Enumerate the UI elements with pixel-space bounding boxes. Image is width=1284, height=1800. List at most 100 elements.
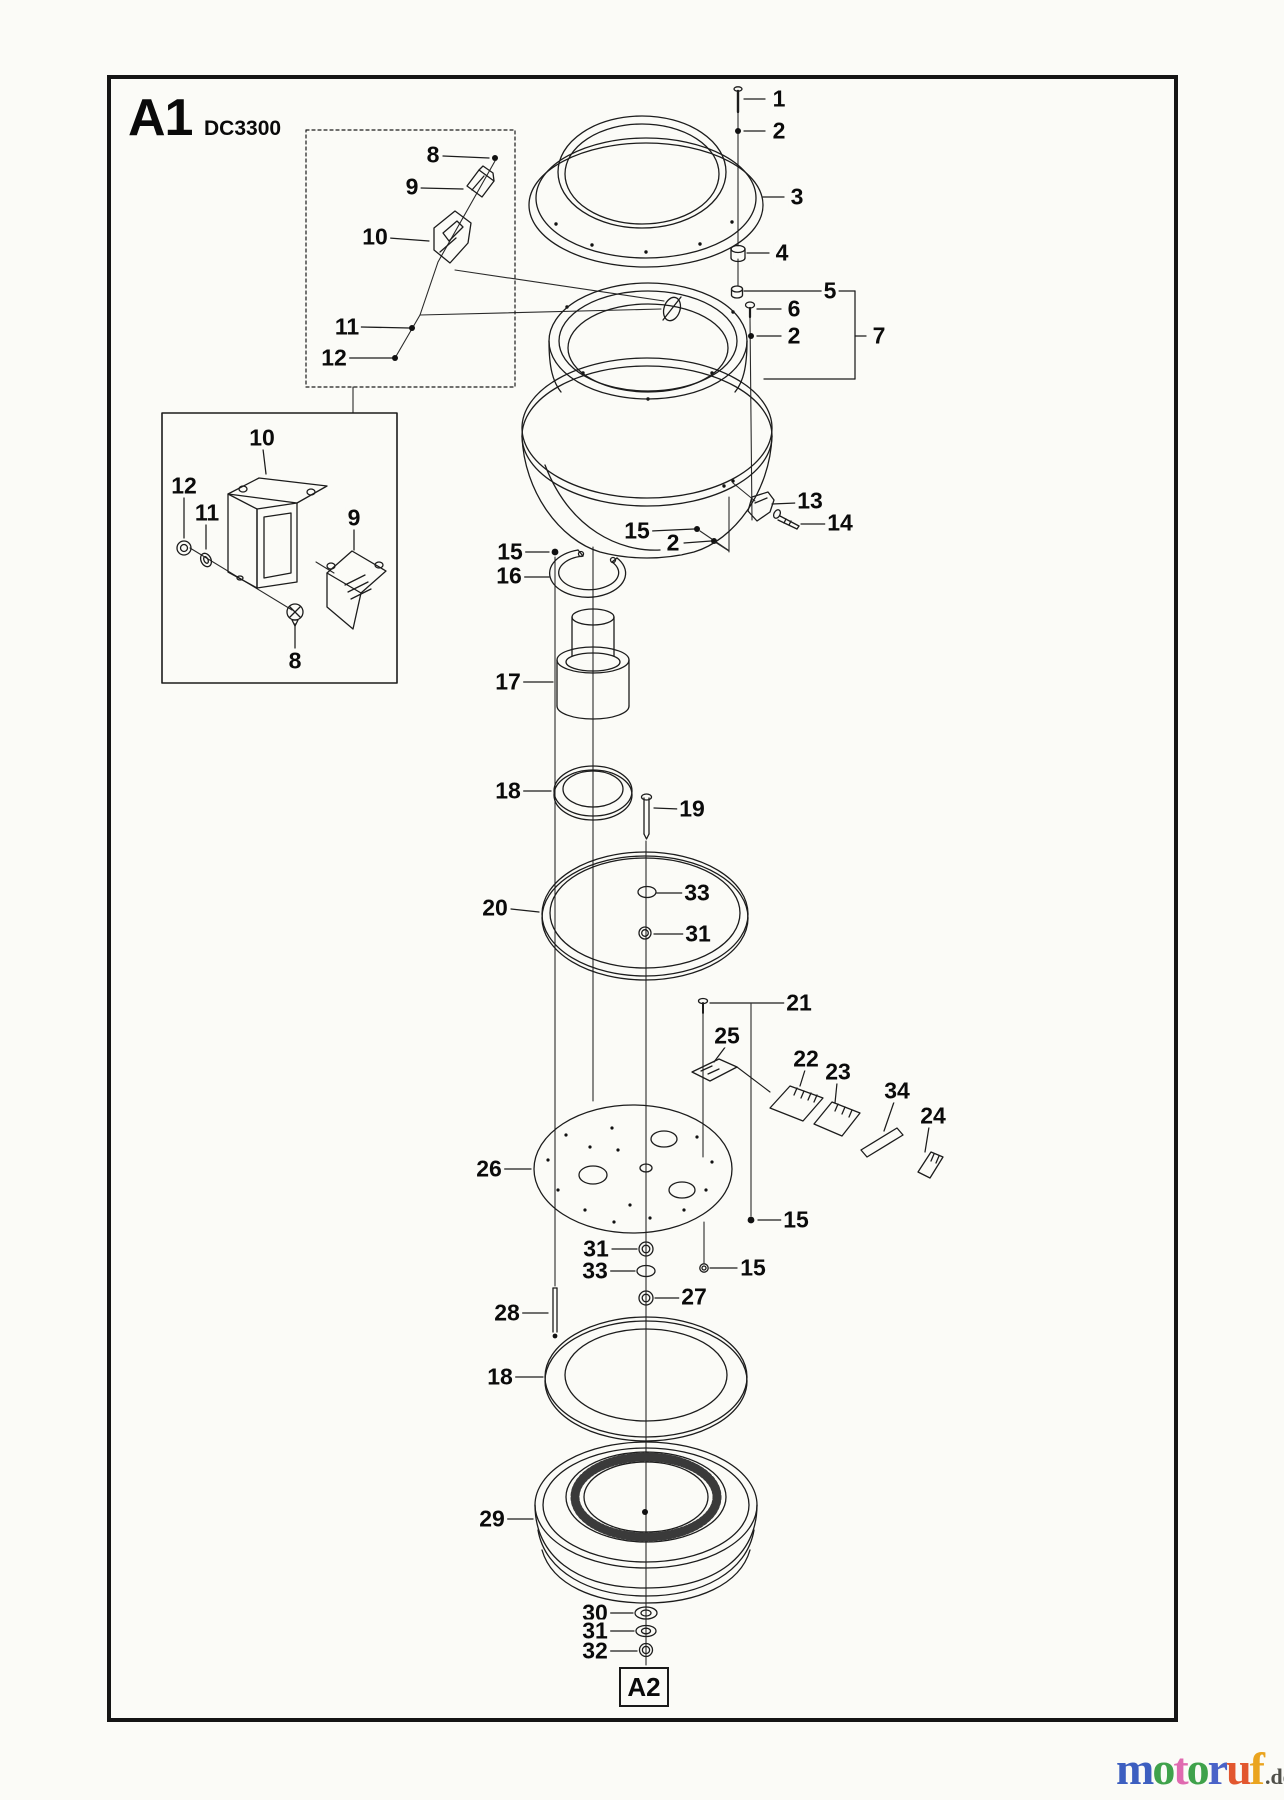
switch-9-top xyxy=(466,165,495,198)
callout-9-16: 9 xyxy=(345,504,363,531)
plate-part-34 xyxy=(860,1127,904,1158)
callout-8-8: 8 xyxy=(424,141,442,168)
callout-29-44: 29 xyxy=(477,1505,507,1532)
callout-10-10: 10 xyxy=(360,223,390,250)
callout-18-43: 18 xyxy=(485,1363,515,1390)
callout-27-41: 27 xyxy=(679,1283,709,1310)
ring-33-upper xyxy=(637,885,657,899)
pin-part-19 xyxy=(640,793,653,840)
detail-inset-box xyxy=(161,412,398,684)
washer-31-bottom xyxy=(635,1624,657,1638)
ring-part-20 xyxy=(541,851,749,981)
callout-13-18: 13 xyxy=(795,487,825,514)
callout-34-34: 34 xyxy=(882,1077,912,1104)
upper-inset-dashed-box xyxy=(305,129,516,388)
callout-2-1: 2 xyxy=(770,117,788,144)
watermark-letter-5: u xyxy=(1226,1743,1252,1794)
callout-32-47: 32 xyxy=(580,1637,610,1664)
callout-15-22: 15 xyxy=(495,538,525,565)
plate-part-25 xyxy=(691,1058,771,1093)
nut-15-side xyxy=(699,1263,709,1273)
watermark-letter-1: o xyxy=(1152,1743,1175,1794)
screw-part-1 xyxy=(733,86,743,114)
callout-14-19: 14 xyxy=(825,509,855,536)
bushing-part-17 xyxy=(556,608,630,720)
callout-28-42: 28 xyxy=(492,1299,522,1326)
spacer-part-4 xyxy=(730,244,746,263)
segment-part-22 xyxy=(769,1085,824,1122)
nut-31-upper xyxy=(638,926,652,940)
callout-23-33: 23 xyxy=(823,1058,853,1085)
callout-25-31: 25 xyxy=(712,1022,742,1049)
callout-21-30: 21 xyxy=(784,989,814,1016)
watermark-letter-3: o xyxy=(1186,1743,1210,1794)
screw-part-21 xyxy=(697,997,709,1014)
callout-4-3: 4 xyxy=(773,239,791,266)
callout-11-11: 11 xyxy=(332,313,362,340)
nut-32 xyxy=(638,1642,654,1658)
construction-lines xyxy=(189,111,756,1666)
filter-drum-29 xyxy=(534,1441,758,1604)
page-title: A1 xyxy=(128,89,193,147)
callout-6-5: 6 xyxy=(785,295,803,322)
retainer-clip-16 xyxy=(548,549,627,598)
callout-3-2: 3 xyxy=(788,183,806,210)
callout-24-35: 24 xyxy=(918,1102,948,1129)
washer-30 xyxy=(634,1606,658,1620)
a2-ref-box: A2 xyxy=(619,1667,669,1707)
screw-part-6 xyxy=(744,301,756,319)
callout-8-17: 8 xyxy=(286,647,304,674)
segment-part-23 xyxy=(813,1101,861,1137)
callout-9-9: 9 xyxy=(403,173,421,200)
main-body-container xyxy=(521,282,773,559)
callout-26-36: 26 xyxy=(474,1155,504,1182)
callout-11-15: 11 xyxy=(192,499,222,526)
callout-22-32: 22 xyxy=(791,1045,821,1072)
callout-5-4: 5 xyxy=(821,277,839,304)
nut-12-detail xyxy=(176,540,192,556)
callout-31-29: 31 xyxy=(683,920,713,947)
callout-31-38: 31 xyxy=(581,1235,611,1262)
segment-part-24 xyxy=(917,1151,944,1179)
connector-9-detail xyxy=(326,550,387,630)
callout-31-46: 31 xyxy=(580,1617,610,1644)
watermark-letter-6: f xyxy=(1249,1743,1265,1794)
callout-10-13: 10 xyxy=(247,424,277,451)
a2-ref-label: A2 xyxy=(627,1672,661,1702)
callout-2-6: 2 xyxy=(785,322,803,349)
callout-20-27: 20 xyxy=(480,894,510,921)
callout-2-21: 2 xyxy=(664,529,682,556)
callout-12-14: 12 xyxy=(169,472,199,499)
nut-31-mid xyxy=(638,1241,654,1257)
callout-7-7: 7 xyxy=(870,322,888,349)
seal-ring-18-lower xyxy=(544,1316,748,1442)
watermark-letter-0: m xyxy=(1116,1743,1154,1794)
seal-ring-18-upper xyxy=(553,765,633,821)
dome-lid-part-3 xyxy=(528,115,764,268)
callout-18-25: 18 xyxy=(493,777,523,804)
clip-part-13 xyxy=(747,491,775,522)
bracket-10-detail xyxy=(227,477,328,589)
callout-33-28: 33 xyxy=(682,879,712,906)
watermark-letter-4: r xyxy=(1207,1743,1228,1794)
bracket-10-top xyxy=(433,210,472,264)
callout-17-24: 17 xyxy=(493,668,523,695)
callout-15-37: 15 xyxy=(781,1206,811,1233)
disc-part-26 xyxy=(533,1104,733,1234)
callout-16-23: 16 xyxy=(494,562,524,589)
watermark-letter-2: t xyxy=(1173,1743,1188,1794)
watermark-tld: .de xyxy=(1265,1764,1284,1789)
callout-30-45: 30 xyxy=(580,1599,610,1626)
callout-19-26: 19 xyxy=(677,795,707,822)
callout-1-0: 1 xyxy=(770,85,788,112)
callout-12-12: 12 xyxy=(319,344,349,371)
callout-33-39: 33 xyxy=(580,1257,610,1284)
callout-15-20: 15 xyxy=(622,517,652,544)
ring-33-mid xyxy=(636,1264,656,1278)
leader-dots xyxy=(392,128,755,1515)
nut-part-5 xyxy=(730,285,744,299)
